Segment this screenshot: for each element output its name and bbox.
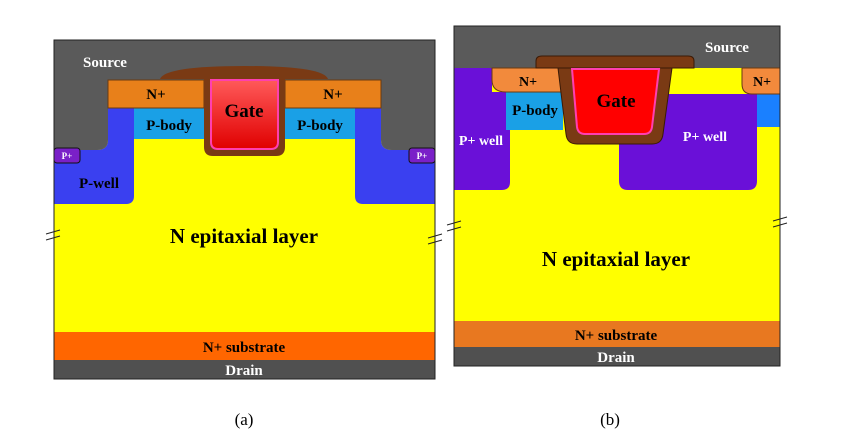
a-source-metal	[54, 40, 435, 150]
a-drain-label: Drain	[225, 363, 263, 379]
a-substrate	[54, 332, 435, 360]
a-gate-poly	[210, 79, 279, 150]
b-caption: (b)	[600, 410, 620, 429]
a-p-body-right-label: P-body	[297, 118, 343, 134]
b-n-plus-right-label: N+	[753, 75, 771, 90]
b-gate-label: Gate	[596, 91, 635, 112]
a-n-plus-left-label: N+	[146, 87, 165, 103]
a-gate-dome	[160, 66, 328, 79]
b-p-body-right-strip	[757, 94, 780, 127]
b-p-well-right	[619, 94, 780, 190]
a-n-plus-right-label: N+	[323, 87, 342, 103]
a-substrate-label: N+ substrate	[203, 340, 286, 356]
b-n-plus-right	[741, 67, 781, 95]
a-outline	[53, 39, 436, 380]
figure-b: Source N+ N+ Gate P-body P+ well P+ well…	[446, 25, 788, 429]
b-outline	[453, 25, 781, 367]
a-n-plus-left	[107, 79, 205, 109]
b-n-plus-left	[491, 67, 564, 93]
b-source-label: Source	[705, 40, 749, 56]
a-drain	[54, 360, 435, 379]
a-epi-label: N epitaxial layer	[170, 224, 318, 248]
b-break-mark-right	[772, 216, 788, 228]
b-drain	[454, 347, 780, 366]
a-break-mark-right	[427, 233, 443, 245]
a-p-well-right	[355, 108, 435, 204]
b-p-body	[506, 92, 563, 130]
a-source-label: Source	[83, 55, 127, 71]
a-gate-label: Gate	[224, 101, 263, 122]
b-gate-cap	[535, 55, 695, 69]
b-gate-poly	[570, 68, 661, 135]
b-break-mark-left	[446, 220, 462, 232]
b-p-body-label: P-body	[512, 103, 558, 119]
a-p-well-label: P-well	[79, 176, 119, 192]
b-n-plus-left-label: N+	[519, 75, 537, 90]
a-n-plus-right	[284, 79, 382, 109]
a-p-body-right	[285, 108, 355, 139]
figure-a: Source N+ N+ Gate P-body P-body P+ P+ P-…	[45, 39, 443, 429]
b-p-well-left	[454, 68, 510, 190]
a-p-plus-left-label: P+	[62, 151, 73, 161]
b-substrate	[454, 321, 780, 347]
a-p-well-left	[54, 108, 134, 204]
b-substrate-label: N+ substrate	[575, 328, 658, 344]
a-caption: (a)	[235, 410, 254, 429]
b-drain-label: Drain	[597, 350, 635, 366]
a-p-plus-right-label: P+	[417, 151, 428, 161]
b-epi-label: N epitaxial layer	[542, 247, 690, 271]
a-break-mark-left	[45, 229, 61, 241]
a-p-body-left	[134, 108, 204, 139]
b-p-well-right-label: P+ well	[683, 130, 727, 145]
a-p-body-left-label: P-body	[146, 118, 192, 134]
b-p-well-left-label: P+ well	[459, 134, 503, 149]
